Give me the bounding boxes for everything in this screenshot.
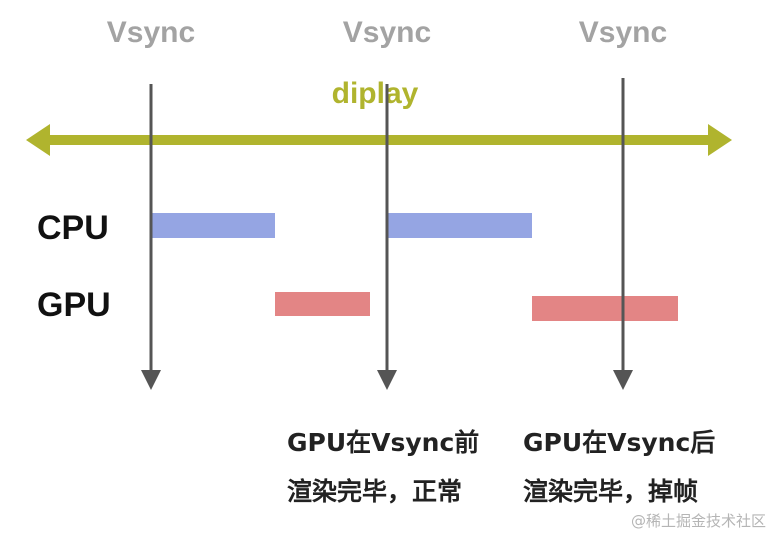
cpu-bar-frame-2 — [387, 213, 532, 238]
vsync-arrow-3 — [613, 78, 633, 390]
arrowhead-down-icon — [377, 370, 397, 390]
arrowhead-down-icon — [613, 370, 633, 390]
gpu-bar-frame-1 — [275, 292, 370, 316]
caption-left-line-1: GPU在Vsync前 — [287, 428, 479, 457]
gpu-row-label: GPU — [37, 286, 111, 324]
caption-right-line-1: GPU在Vsync后 — [523, 428, 715, 457]
arrowhead-right-icon — [708, 124, 732, 156]
gpu-bar-frame-2 — [532, 296, 678, 321]
cpu-bar-frame-1 — [151, 213, 275, 238]
caption-right-line-2: 渲染完毕，掉帧 — [523, 477, 698, 506]
caption-left-line-2: 渲染完毕，正常 — [287, 477, 462, 506]
display-timeline-arrow — [26, 124, 732, 156]
vsync-label-2: Vsync — [343, 16, 431, 49]
vsync-arrow-2 — [377, 84, 397, 390]
display-label: diplay — [332, 77, 419, 110]
vsync-label-1: Vsync — [107, 16, 195, 49]
cpu-row-label: CPU — [37, 209, 109, 247]
vsync-arrow-1 — [141, 84, 161, 390]
arrowhead-left-icon — [26, 124, 50, 156]
watermark: @稀土掘金技术社区 — [631, 512, 766, 530]
arrowhead-down-icon — [141, 370, 161, 390]
vsync-label-3: Vsync — [579, 16, 667, 49]
